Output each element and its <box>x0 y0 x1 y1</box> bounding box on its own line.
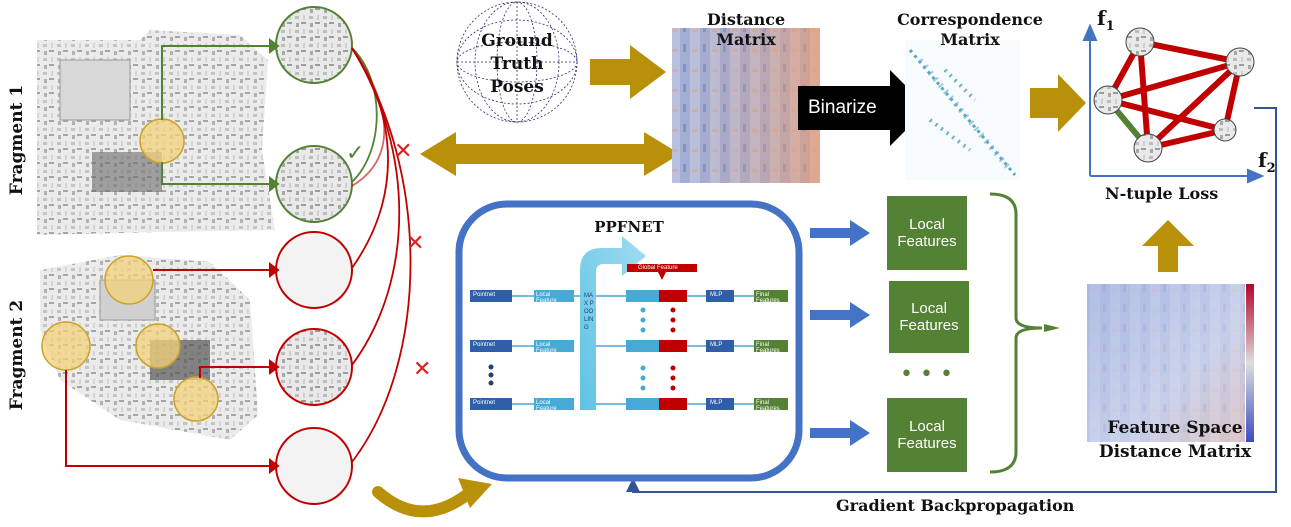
local-feature-label: Local Feature <box>536 400 557 412</box>
curved-gold-arrow <box>372 486 474 518</box>
mlp-label: MLP <box>710 400 723 406</box>
arrow-right-icon <box>1044 324 1060 332</box>
arrow-right-icon <box>590 45 666 99</box>
final-features-label: Final Features <box>756 292 780 304</box>
arrow-right-icon <box>1030 74 1086 132</box>
cross-icon: ✕ <box>413 357 431 382</box>
local-feature-label: Local Feature <box>536 292 557 304</box>
double-gold-arrow <box>420 132 680 176</box>
matching-arcs <box>351 47 412 463</box>
fragment2-connectors <box>65 262 280 474</box>
ground-truth-label: Ground Truth Poses <box>481 31 553 97</box>
global-feature-label: Global Feature <box>638 265 678 271</box>
blue-arrows <box>810 220 870 446</box>
final-features-label: Final Features <box>756 342 780 354</box>
ppfnet-architecture <box>470 236 788 410</box>
sphere-icon <box>456 1 578 123</box>
curved-gold-arrowhead <box>458 478 492 508</box>
maxpooling-label: MAX POOLING <box>584 293 594 331</box>
mlp-label: MLP <box>710 342 723 348</box>
feature-axes <box>1082 23 1265 184</box>
fragment1-connectors <box>161 38 280 192</box>
fragment2-label: Fragment 2 <box>7 300 27 410</box>
mlp-label: MLP <box>710 292 723 298</box>
backprop-arrowhead <box>626 478 640 492</box>
up-gold-arrow <box>1142 220 1194 272</box>
ppfnet-title: PPFNET <box>594 218 664 236</box>
cross-icon: ✕ <box>406 231 424 256</box>
binarize-arrow <box>798 70 928 146</box>
pointnet-label: Pointnet <box>473 400 496 406</box>
feature-space-matrix <box>1087 284 1254 442</box>
keypoint-circles <box>41 118 219 422</box>
pointnet-label: Pointnet <box>473 342 496 348</box>
f1-label: f1 <box>1097 6 1115 34</box>
binarize-label: Binarize <box>808 97 877 118</box>
check-icon: ✓ <box>346 141 364 166</box>
pointnet-label: Pointnet <box>473 292 496 298</box>
ntuple-graph <box>1093 27 1255 163</box>
f2-label: f2 <box>1258 148 1276 176</box>
distance-matrix <box>672 28 820 183</box>
correspondence-matrix-title: Correspondence Matrix <box>897 10 1043 49</box>
feature-space-label: Feature Space Distance Matrix <box>1098 418 1252 462</box>
gradient-backprop-label: Gradient Backpropagation <box>836 496 1075 515</box>
fragment1-label: Fragment 1 <box>7 85 27 195</box>
local-feature-label: Local Feature <box>536 342 557 354</box>
correspondence-matrix <box>905 40 1020 180</box>
ellipsis-dots: • • • <box>900 362 953 387</box>
ntuple-loss-label: N-tuple Loss <box>1105 184 1219 203</box>
green-brace <box>989 192 1043 474</box>
final-features-label: Final Features <box>756 400 780 412</box>
distance-matrix-title: Distance Matrix <box>706 10 786 49</box>
cross-icon: ✕ <box>394 139 412 164</box>
